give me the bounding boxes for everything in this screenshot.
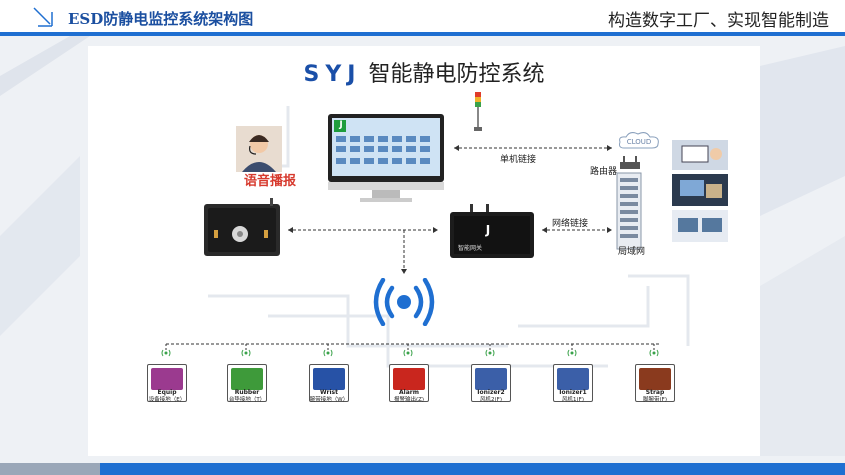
gateway-logo: J <box>485 223 491 237</box>
monitor-logo: J <box>339 120 343 130</box>
footer-bar-accent <box>0 463 100 475</box>
sensor-rubber-icon <box>231 368 263 390</box>
lan-label: 局域网 <box>618 247 646 257</box>
sensor-ionizer1-icon <box>557 368 589 390</box>
arrow-corner-icon <box>33 7 53 27</box>
sensor-cn-label: 报警输出(Z) <box>393 397 425 403</box>
sensor-alarm-icon <box>393 368 425 390</box>
sensor-en-label: Rubber <box>234 389 260 396</box>
sensor-strap-icon <box>639 368 671 390</box>
system-name: 智能静电防控系统 <box>368 62 545 87</box>
client-photo-3 <box>672 210 728 242</box>
wireless-icon <box>373 278 435 326</box>
circuit-lines <box>208 106 690 368</box>
cloud-label: CLOUD <box>626 138 652 146</box>
client-photo-1 <box>672 140 728 170</box>
link-single-label: 单机链接 <box>500 155 537 165</box>
sensor-en-label: Alarm <box>399 389 419 396</box>
header-divider <box>0 32 845 36</box>
sensor-cn-label: 腕带接地（W） <box>309 397 349 403</box>
sensor-wireless-icon <box>485 349 495 357</box>
diagram-title: SYJ 智能静电防控系统 <box>88 56 760 88</box>
sensor-wireless-icon <box>649 349 659 357</box>
signal-tower-icon <box>474 92 482 131</box>
sensor-cn-label: 风机1(F) <box>562 397 584 403</box>
sensor-en-label: Equip <box>157 389 177 396</box>
sensor-wireless-icon <box>323 349 333 357</box>
header-bar <box>0 0 845 34</box>
sensor-ionizer2-icon <box>475 368 507 390</box>
server-rack-icon <box>616 172 642 250</box>
sensor-en-label: Ionizer2 <box>477 389 505 396</box>
sensor-en-label: Wrist <box>320 389 338 396</box>
voice-alarm-device-icon <box>204 198 280 256</box>
sensor-equip-icon <box>151 368 183 390</box>
brand-name: SYJ <box>303 62 362 87</box>
voice-label: 语音播报 <box>244 174 297 189</box>
sensor-wireless-icon <box>241 349 251 357</box>
background-decoration <box>0 36 845 456</box>
sensor-wrist-icon <box>313 368 345 390</box>
sensor-en-label: Strap <box>645 389 665 396</box>
router-label: 路由器 <box>590 167 618 177</box>
link-network-label: 网络链接 <box>552 219 589 229</box>
sensor-wireless-icon <box>403 349 413 357</box>
header-slogan: 构造数字工厂、实现智能制造 <box>608 11 829 31</box>
sensor-cn-label: 台垫接地（T） <box>228 397 266 403</box>
sensor-cn-label: 风机2(F) <box>480 397 502 403</box>
client-photo-2 <box>672 174 728 206</box>
sensor-wireless-icon <box>161 349 171 357</box>
sensor-en-label: Ionizer1 <box>559 389 587 396</box>
sensor-wireless-icon <box>567 349 577 357</box>
gateway-device-icon: 智能网关 <box>450 204 534 258</box>
router-icon <box>620 156 640 169</box>
cloud-icon <box>619 132 659 149</box>
sensor-cn-label: 设备接地（E） <box>148 397 186 403</box>
page-title: ESD防静电监控系统架构图 <box>68 10 254 28</box>
sensor-cn-label: 脚腕带(F) <box>643 397 667 403</box>
voice-operator-image <box>236 126 282 172</box>
diagram-panel: SYJ 智能静电防控系统 <box>88 46 760 456</box>
svg-text:智能网关: 智能网关 <box>458 244 482 252</box>
monitor-icon <box>328 114 444 202</box>
footer-bar <box>0 463 845 475</box>
